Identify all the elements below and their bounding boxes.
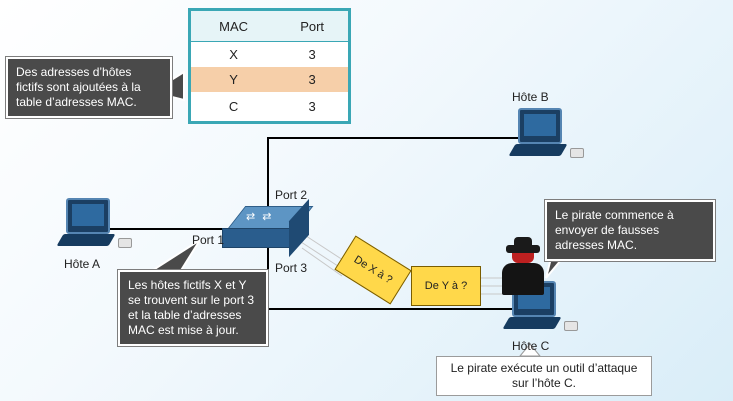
motion-streaks xyxy=(297,231,506,295)
host-c-label: Hôte C xyxy=(512,339,550,353)
callout-fake-hosts-added: Des adresses d’hôtes fictifs sont ajouté… xyxy=(6,57,172,118)
host-b-label: Hôte B xyxy=(512,90,549,104)
table-row: X 3 xyxy=(190,42,350,68)
port-1-label: Port 1 xyxy=(192,233,225,247)
port-cell: 3 xyxy=(308,47,316,62)
host-a-pc-icon xyxy=(56,198,132,250)
table-row-highlighted: Y 3 xyxy=(189,67,350,92)
port-2-label: Port 2 xyxy=(275,188,308,202)
link-switch-host-c xyxy=(267,246,520,310)
host-a-label: Hôte A xyxy=(64,257,101,271)
host-b-pc-icon xyxy=(508,108,584,160)
table-row: C 3 xyxy=(190,92,350,123)
frame-from-y-envelope-icon: De Y à ? xyxy=(411,266,481,306)
port-column-header: Port xyxy=(276,9,350,42)
port-cell: 3 xyxy=(276,67,350,92)
mac-cell: Y xyxy=(189,67,277,92)
mac-address-table: MAC Port X 3 Y 3 C 3 xyxy=(188,8,351,124)
mac-column-header: MAC xyxy=(189,9,277,42)
port-cell: 3 xyxy=(308,99,316,114)
mac-cell: C xyxy=(228,99,239,114)
mac-cell: X xyxy=(229,47,238,62)
switch-icon: ⇄ ⇄ xyxy=(222,198,314,258)
callout-table-updated: Les hôtes fictifs X et Y se trouvent sur… xyxy=(118,270,268,346)
note-hacker-runs-tool: Le pirate exécute un outil d’attaque sur… xyxy=(436,356,652,396)
port-3-label: Port 3 xyxy=(275,261,308,275)
hacker-icon xyxy=(498,237,548,315)
callout-hacker-starts: Le pirate commence à envoyer de fausses … xyxy=(545,200,715,261)
